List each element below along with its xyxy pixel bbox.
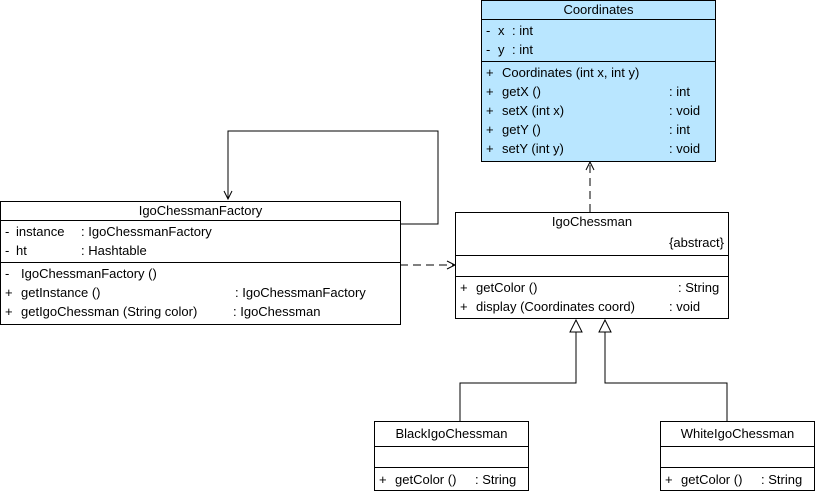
dependency-arrowhead-coordinates	[585, 160, 595, 171]
generalization-white-line	[604, 332, 728, 421]
operation-row: + getColor () : String	[665, 472, 803, 487]
igochessmanfactory-class-box[interactable]: IgoChessmanFactory - instance : IgoChess…	[0, 201, 401, 325]
attribute-row: - ht : Hashtable	[5, 243, 147, 258]
whiteigochessman-class-box[interactable]: WhiteIgoChessman + getColor () : String	[660, 421, 815, 491]
blackigochessman-class-box[interactable]: BlackIgoChessman + getColor () : String	[374, 421, 529, 491]
operation-row: + getIgoChessman (String color) : IgoChe…	[5, 304, 321, 319]
attributes-section	[375, 447, 528, 468]
attributes-section: - instance : IgoChessmanFactory - ht : H…	[1, 221, 400, 263]
operation-row: + getX () : int	[486, 84, 690, 99]
operation-row: + setY (int y) : void	[486, 141, 701, 156]
abstract-stereotype: {abstract}	[669, 235, 724, 250]
attribute-row: - y : int	[486, 42, 533, 57]
self-association-arrowhead	[223, 190, 233, 201]
self-association-line	[227, 130, 439, 225]
operation-row: + getColor () : String	[460, 280, 720, 295]
generalization-white-triangle	[598, 318, 612, 333]
class-name: WhiteIgoChessman	[661, 422, 814, 447]
class-name: BlackIgoChessman	[375, 422, 528, 447]
attributes-section	[661, 447, 814, 468]
operation-row: + getColor () : String	[379, 472, 517, 487]
attribute-row: - x : int	[486, 23, 533, 38]
divider-line	[456, 255, 728, 256]
operation-row: - IgoChessmanFactory ()	[5, 266, 157, 281]
class-name: IgoChessman	[551, 214, 633, 229]
operation-row: + display (Coordinates coord) : void	[460, 299, 701, 314]
igochessman-class-box[interactable]: IgoChessman {abstract} + getColor () : S…	[455, 212, 729, 319]
divider-line	[456, 276, 728, 277]
operation-row: + getInstance () : IgoChessmanFactory	[5, 285, 366, 300]
attributes-section: - x : int - y : int	[482, 20, 715, 62]
class-name: Coordinates	[482, 1, 715, 20]
coordinates-class-box[interactable]: Coordinates - x : int - y : int + Coordi…	[481, 0, 716, 162]
attribute-row: - instance : IgoChessmanFactory	[5, 224, 212, 239]
operation-row: + setX (int x) : void	[486, 103, 701, 118]
operations-section: + getColor () : String + display (Coordi…	[456, 278, 728, 316]
class-name: IgoChessmanFactory	[1, 202, 400, 221]
operation-row: + Coordinates (int x, int y)	[486, 65, 640, 80]
generalization-black-triangle	[569, 318, 583, 333]
generalization-black-line	[459, 332, 577, 421]
operations-section: - IgoChessmanFactory () + getInstance ()…	[1, 263, 400, 323]
operations-section: + Coordinates (int x, int y) + getX () :…	[482, 62, 715, 160]
operation-row: + getY () : int	[486, 122, 690, 137]
